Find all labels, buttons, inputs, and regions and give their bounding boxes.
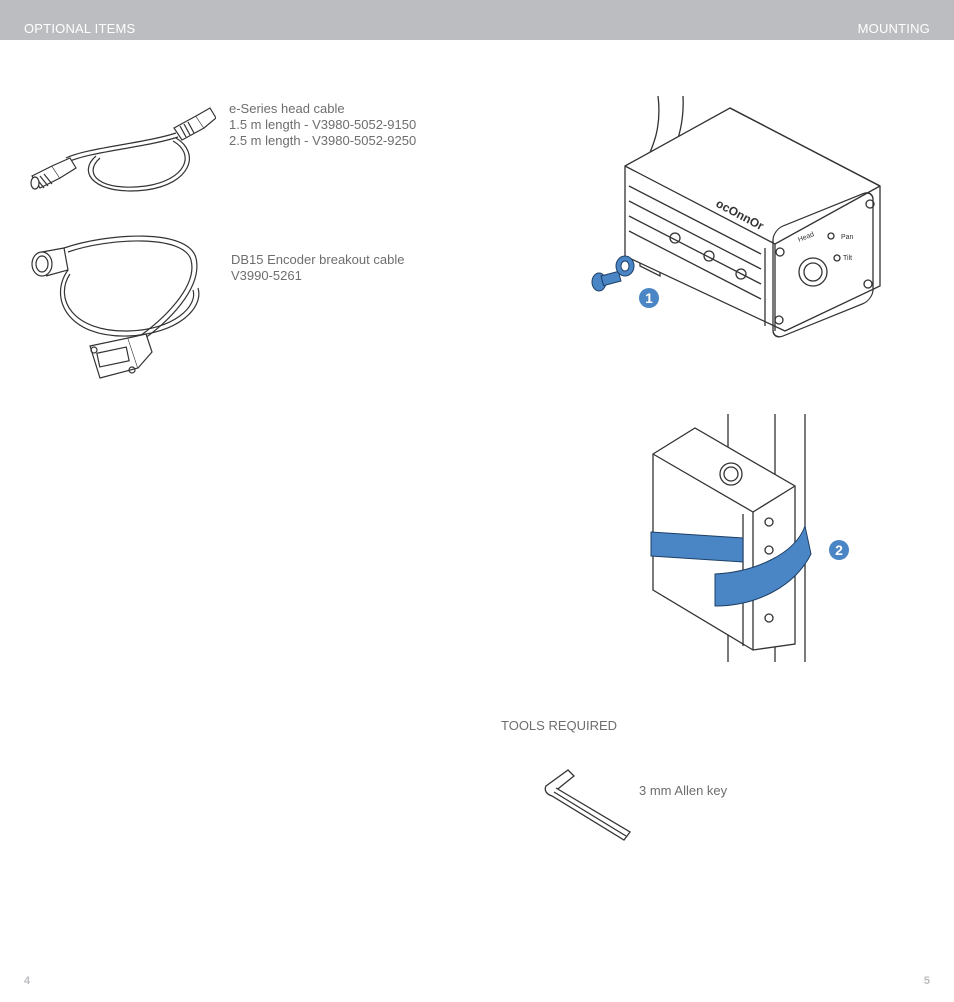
device-pan-label: Pan [841,234,854,241]
page-header: OPTIONAL ITEMS MOUNTING [0,0,954,40]
db15-cable-part: V3990-5261 [231,268,302,283]
page-number-right: 5 [923,975,930,987]
screw-icon [591,255,635,292]
svg-text:2: 2 [835,542,843,558]
strap-mount-illustration: 2 [650,414,849,662]
svg-text:1: 1 [645,290,653,306]
db15-cable-icon [31,235,200,379]
page-number-left: 4 [24,975,31,987]
head-cable-part-2: 2.5 m length - V3980-5052-9250 [229,133,417,148]
step-2-badge: 2 [829,540,849,560]
db15-cable-description: DB15 Encoder breakout cable V3990-5261 [231,252,404,284]
head-cable-description: e-Series head cable 1.5 m length - V3980… [229,101,416,149]
head-cable-name: e-Series head cable [229,101,345,116]
allen-key-label: 3 mm Allen key [639,783,728,798]
device-tilt-label: Tilt [843,255,852,262]
tools-required-title: TOOLS REQUIRED [501,718,618,733]
head-cable-part-1: 1.5 m length - V3980-5052-9150 [229,117,417,132]
head-cable-icon [30,107,216,192]
allen-key-icon [544,769,631,841]
header-right-title: MOUNTING [857,21,930,36]
db15-cable-name: DB15 Encoder breakout cable [231,252,405,267]
screw-mount-illustration: ocOnnOr Head Pan Tilt 1 [591,96,881,338]
header-left-title: OPTIONAL ITEMS [24,21,136,36]
step-1-badge: 1 [639,288,659,308]
